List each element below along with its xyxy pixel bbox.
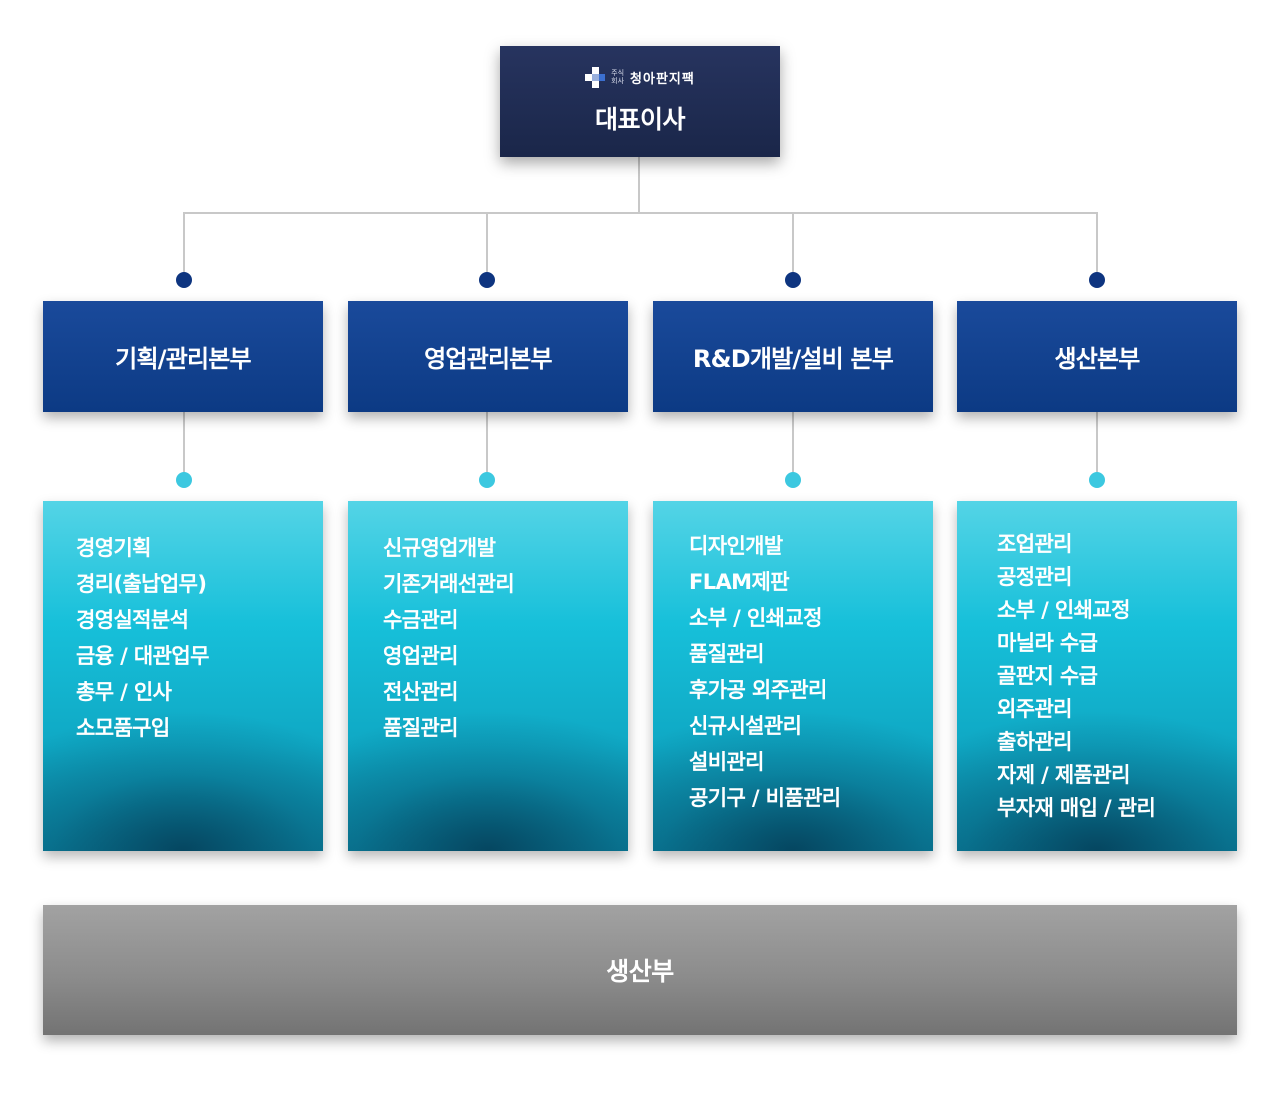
task-item: 출하관리 [997,730,1072,754]
task-item: 수금관리 [383,608,458,632]
connector-dot-tasks-1 [176,472,192,488]
connector-dot-dept-4 [1089,272,1105,288]
task-item: 조업관리 [997,532,1072,556]
task-item: 품질관리 [689,642,764,666]
production-unit-box: 생산부 [43,905,1237,1035]
dept-box-rnd: R&D개발/설비 본부 [653,301,933,412]
connector-dept-3-down [792,412,794,480]
company-logo-prefix-top: 주식 [611,69,625,77]
connector-dot-dept-3 [785,272,801,288]
connector-dot-dept-2 [479,272,495,288]
task-item: 소부 / 인쇄교정 [997,598,1130,622]
dept-box-planning: 기획/관리본부 [43,301,323,412]
task-box-planning: 경영기획 경리(출납업무) 경영실적분석 금융 / 대관업무 총무 / 인사 소… [43,501,323,851]
task-item: 부자재 매입 / 관리 [997,796,1156,820]
task-item: 공정관리 [997,565,1072,589]
connector-dot-dept-1 [176,272,192,288]
task-box-production: 조업관리 공정관리 소부 / 인쇄교정 마닐라 수급 골판지 수급 외주관리 출… [957,501,1237,851]
connector-dot-tasks-3 [785,472,801,488]
connector-horizontal [183,212,1098,214]
connector-ceo-down [638,157,640,213]
task-item: 골판지 수급 [997,664,1098,688]
task-item: 후가공 외주관리 [689,678,827,702]
task-item: 자제 / 제품관리 [997,763,1130,787]
task-box-rnd: 디자인개발 FLAM제판 소부 / 인쇄교정 품질관리 후가공 외주관리 신규시… [653,501,933,851]
task-item: 기존거래선관리 [383,572,515,596]
dept-box-sales: 영업관리본부 [348,301,628,412]
connector-branch-3 [792,212,794,280]
connector-branch-4 [1096,212,1098,280]
task-item: 디자인개발 [689,534,783,558]
connector-dot-tasks-4 [1089,472,1105,488]
task-item: 설비관리 [689,750,764,774]
connector-dept-1-down [183,412,185,480]
task-item: 소모품구입 [76,716,170,740]
task-item: 경리(출납업무) [76,572,207,596]
task-item: 총무 / 인사 [76,680,172,704]
task-item: FLAM제판 [689,570,790,594]
task-item: 영업관리 [383,644,458,668]
task-item: 전산관리 [383,680,458,704]
company-logo-mark-icon [585,66,606,88]
connector-branch-1 [183,212,185,280]
task-item: 신규영업개발 [383,536,496,560]
task-item: 경영실적분석 [76,608,189,632]
dept-box-production: 생산본부 [957,301,1237,412]
company-logo: 주식 회사 청아판지팩 [500,64,780,90]
task-item: 소부 / 인쇄교정 [689,606,822,630]
task-item: 경영기획 [76,536,151,560]
company-logo-prefix: 주식 회사 [611,69,624,85]
connector-dot-tasks-2 [479,472,495,488]
company-logo-prefix-bottom: 회사 [611,77,625,85]
ceo-title: 대표이사 [594,105,686,134]
task-item: 품질관리 [383,716,458,740]
ceo-box: 주식 회사 청아판지팩 대표이사 [500,46,780,157]
task-item: 마닐라 수급 [997,631,1098,655]
connector-dept-2-down [486,412,488,480]
task-item: 외주관리 [997,697,1072,721]
connector-dept-4-down [1096,412,1098,480]
connector-branch-2 [486,212,488,280]
task-box-sales: 신규영업개발 기존거래선관리 수금관리 영업관리 전산관리 품질관리 [348,501,628,851]
task-item: 공기구 / 비품관리 [689,786,841,810]
task-item: 신규시설관리 [689,714,802,738]
company-logo-name: 청아판지팩 [630,71,695,87]
task-item: 금융 / 대관업무 [76,644,209,668]
